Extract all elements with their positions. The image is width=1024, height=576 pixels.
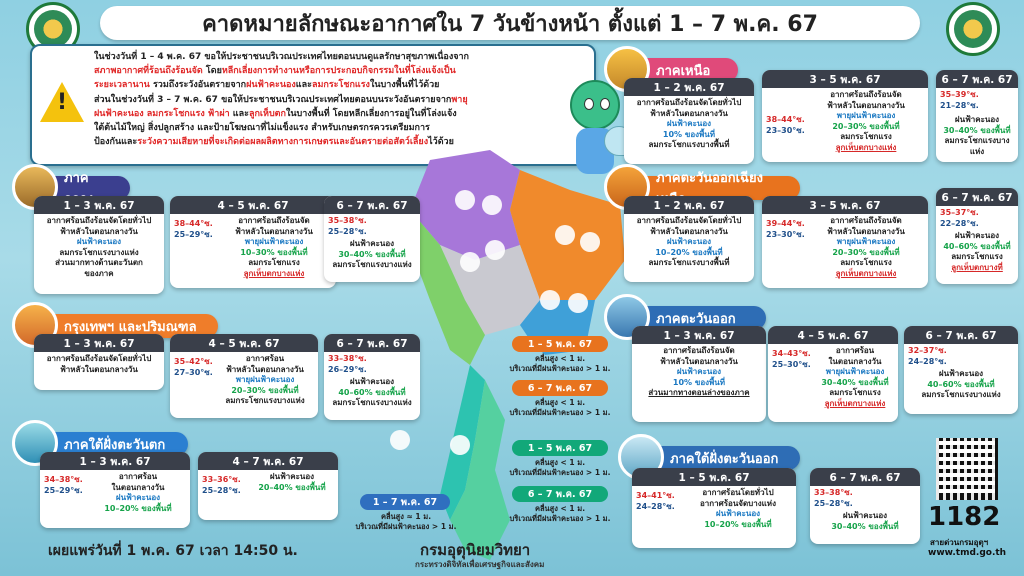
department-name: กรมอุตุนิยมวิทยา	[420, 541, 531, 559]
central-card-1: 1 – 3 พ.ค. 67 อากาศร้อนถึงร้อนจัดโดยทั่ว…	[34, 196, 164, 294]
warning-line: ป้องกันและระวังความเสียหายที่จะเกิดต่อผล…	[94, 137, 454, 148]
sea-lower-gulf-period-1: 1 – 5 พ.ค. 67	[512, 440, 608, 456]
north-card-2: 3 – 5 พ.ค. 67 38–44°ซ.23–30°ซ. อากาศร้อน…	[762, 70, 928, 162]
hail-icon	[580, 232, 600, 252]
hail-icon	[568, 293, 588, 313]
ministry-logo	[946, 2, 1000, 56]
hail-icon	[485, 240, 505, 260]
southwest-card-2: 4 – 7 พ.ค. 67 33–36°ซ.25–28°ซ. ฝนฟ้าคะนอ…	[198, 452, 338, 520]
southwest-card-1: 1 – 3 พ.ค. 67 34–38°ซ.25–29°ซ. อากาศร้อน…	[40, 452, 190, 528]
sea-lower-gulf-info-2: คลื่นสูง < 1 ม.บริเวณที่มีฝนฟ้าคะนอง > 1…	[509, 504, 611, 523]
central-card-3: 6 – 7 พ.ค. 67 35–38°ซ.25–28°ซ. ฝนฟ้าคะนอ…	[324, 196, 420, 282]
sea-upper-gulf-period-1: 1 – 5 พ.ค. 67	[512, 336, 608, 352]
southeast-card-1: 1 – 5 พ.ค. 67 34–41°ซ.24–28°ซ. อากาศร้อน…	[632, 468, 796, 548]
website-link[interactable]: www.tmd.go.th	[928, 548, 1007, 558]
warning-line: สภาพอากาศที่ร้อนถึงร้อนจัด โดยหลีกเลี่ยง…	[94, 66, 456, 77]
hail-icon	[482, 195, 502, 215]
rain-cloud-icon	[555, 225, 575, 245]
sea-lower-gulf-info-1: คลื่นสูง < 1 ม.บริเวณที่มีฝนฟ้าคะนอง > 1…	[509, 458, 611, 477]
warning-line: ฝนฟ้าคะนอง ลมกระโชกแรง ฟ้าผ่า และลูกเห็บ…	[94, 108, 457, 119]
region-southeast-header: ภาคใต้ฝั่งตะวันออก	[618, 434, 800, 480]
warning-line: ส่วนในช่วงวันที่ 3 – 7 พ.ค. 67 ขอให้ประช…	[94, 94, 468, 105]
hotline-label: สายด่วนกรมอุตุฯ	[930, 538, 989, 547]
sea-upper-gulf-info-1: คลื่นสูง < 1 ม.บริเวณที่มีฝนฟ้าคะนอง > 1…	[509, 354, 611, 373]
north-card-3: 6 – 7 พ.ค. 67 35–39°ซ.21–28°ซ. ฝนฟ้าคะนอ…	[936, 70, 1018, 162]
mascot-image	[560, 80, 634, 190]
rain-cloud-icon	[450, 435, 470, 455]
map-south-east	[450, 380, 510, 560]
bangkok-card-1: 1 – 3 พ.ค. 67 อากาศร้อนถึงร้อนจัดโดยทั่ว…	[34, 334, 164, 390]
warning-line: ใต้ต้นไม้ใหญ่ สิ่งปลูกสร้าง และป้ายโฆษณา…	[94, 123, 430, 134]
coast-image	[604, 294, 650, 340]
northeast-card-1: 1 – 2 พ.ค. 67 อากาศร้อนถึงร้อนจัดโดยทั่ว…	[624, 196, 754, 282]
exclamation-icon: !	[57, 90, 68, 115]
region-northeast-header: ภาคตะวันออกเฉียงเหนือ	[604, 164, 800, 210]
east-card-1: 1 – 3 พ.ค. 67 อากาศร้อนถึงร้อนจัดฟ้าหลัว…	[632, 326, 766, 422]
bangkok-card-2: 4 – 5 พ.ค. 67 35–42°ซ.27–30°ซ. อากาศร้อน…	[170, 334, 318, 418]
page-title: คาดหมายลักษณะอากาศใน 7 วันข้างหน้า ตั้งแ…	[202, 11, 818, 37]
hotline-number: 1182	[928, 502, 1001, 532]
rain-cloud-icon	[540, 290, 560, 310]
warning-line: ระยะเวลานาน รวมถึงระวังอันตรายจากฝนฟ้าคะ…	[94, 80, 440, 91]
title-bar: คาดหมายลักษณะอากาศใน 7 วันข้างหน้า ตั้งแ…	[100, 6, 920, 40]
warning-icon	[40, 82, 84, 122]
southeast-card-2: 6 – 7 พ.ค. 67 33–38°ซ.25–28°ซ. ฝนฟ้าคะนอ…	[810, 468, 920, 544]
published-date: เผยแพร่วันที่ 1 พ.ค. 67 เวลา 14:50 น.	[48, 543, 298, 559]
central-card-2: 4 – 5 พ.ค. 67 38–44°ซ.25–29°ซ. อากาศร้อน…	[170, 196, 336, 288]
sea-upper-gulf-info-2: คลื่นสูง < 1 ม.บริเวณที่มีฝนฟ้าคะนอง > 1…	[509, 398, 611, 417]
sea-lower-gulf-period-2: 6 – 7 พ.ค. 67	[512, 486, 608, 502]
northeast-card-2: 3 – 5 พ.ค. 67 39–44°ซ.23–30°ซ. อากาศร้อน…	[762, 196, 928, 288]
rain-cloud-icon	[460, 252, 480, 272]
low-temp: 23–30°ซ.	[766, 126, 805, 135]
bangkok-card-3: 6 – 7 พ.ค. 67 33–38°ซ.26–29°ซ. ฝนฟ้าคะนอ…	[324, 334, 420, 420]
sea-andaman-info: คลื่นสูง ≈ 1 ม.บริเวณที่มีฝนฟ้าคะนอง > 1…	[355, 512, 457, 531]
rain-cloud-icon	[455, 190, 475, 210]
warning-box: ! ในช่วงวันที่ 1 – 4 พ.ค. 67 ขอให้ประชาช…	[30, 44, 596, 166]
sea-upper-gulf-period-2: 6 – 7 พ.ค. 67	[512, 380, 608, 396]
east-card-3: 6 – 7 พ.ค. 67 32–37°ซ.24–28°ซ. ฝนฟ้าคะนอ…	[904, 326, 1018, 414]
ministry-name: กระทรวงดิจิทัลเพื่อเศรษฐกิจและสังคม	[415, 560, 545, 569]
map-west	[410, 210, 485, 365]
high-temp: 38–44°ซ.	[766, 115, 805, 124]
warning-line: ในช่วงวันที่ 1 – 4 พ.ค. 67 ขอให้ประชาชนบ…	[94, 52, 469, 62]
north-card-1: 1 – 2 พ.ค. 67 อากาศร้อนถึงร้อนจัดโดยทั่ว…	[624, 78, 754, 164]
east-card-2: 4 – 5 พ.ค. 67 34–43°ซ.25–30°ซ. อากาศร้อน…	[768, 326, 898, 422]
warning-text: ในช่วงวันที่ 1 – 4 พ.ค. 67 ขอให้ประชาชนบ…	[94, 50, 588, 149]
rain-cloud-icon	[390, 430, 410, 450]
sea-andaman-period: 1 – 7 พ.ค. 67	[360, 494, 450, 510]
northeast-card-3: 6 – 7 พ.ค. 67 35–37°ซ.22–28°ซ. ฝนฟ้าคะนอ…	[936, 188, 1018, 284]
